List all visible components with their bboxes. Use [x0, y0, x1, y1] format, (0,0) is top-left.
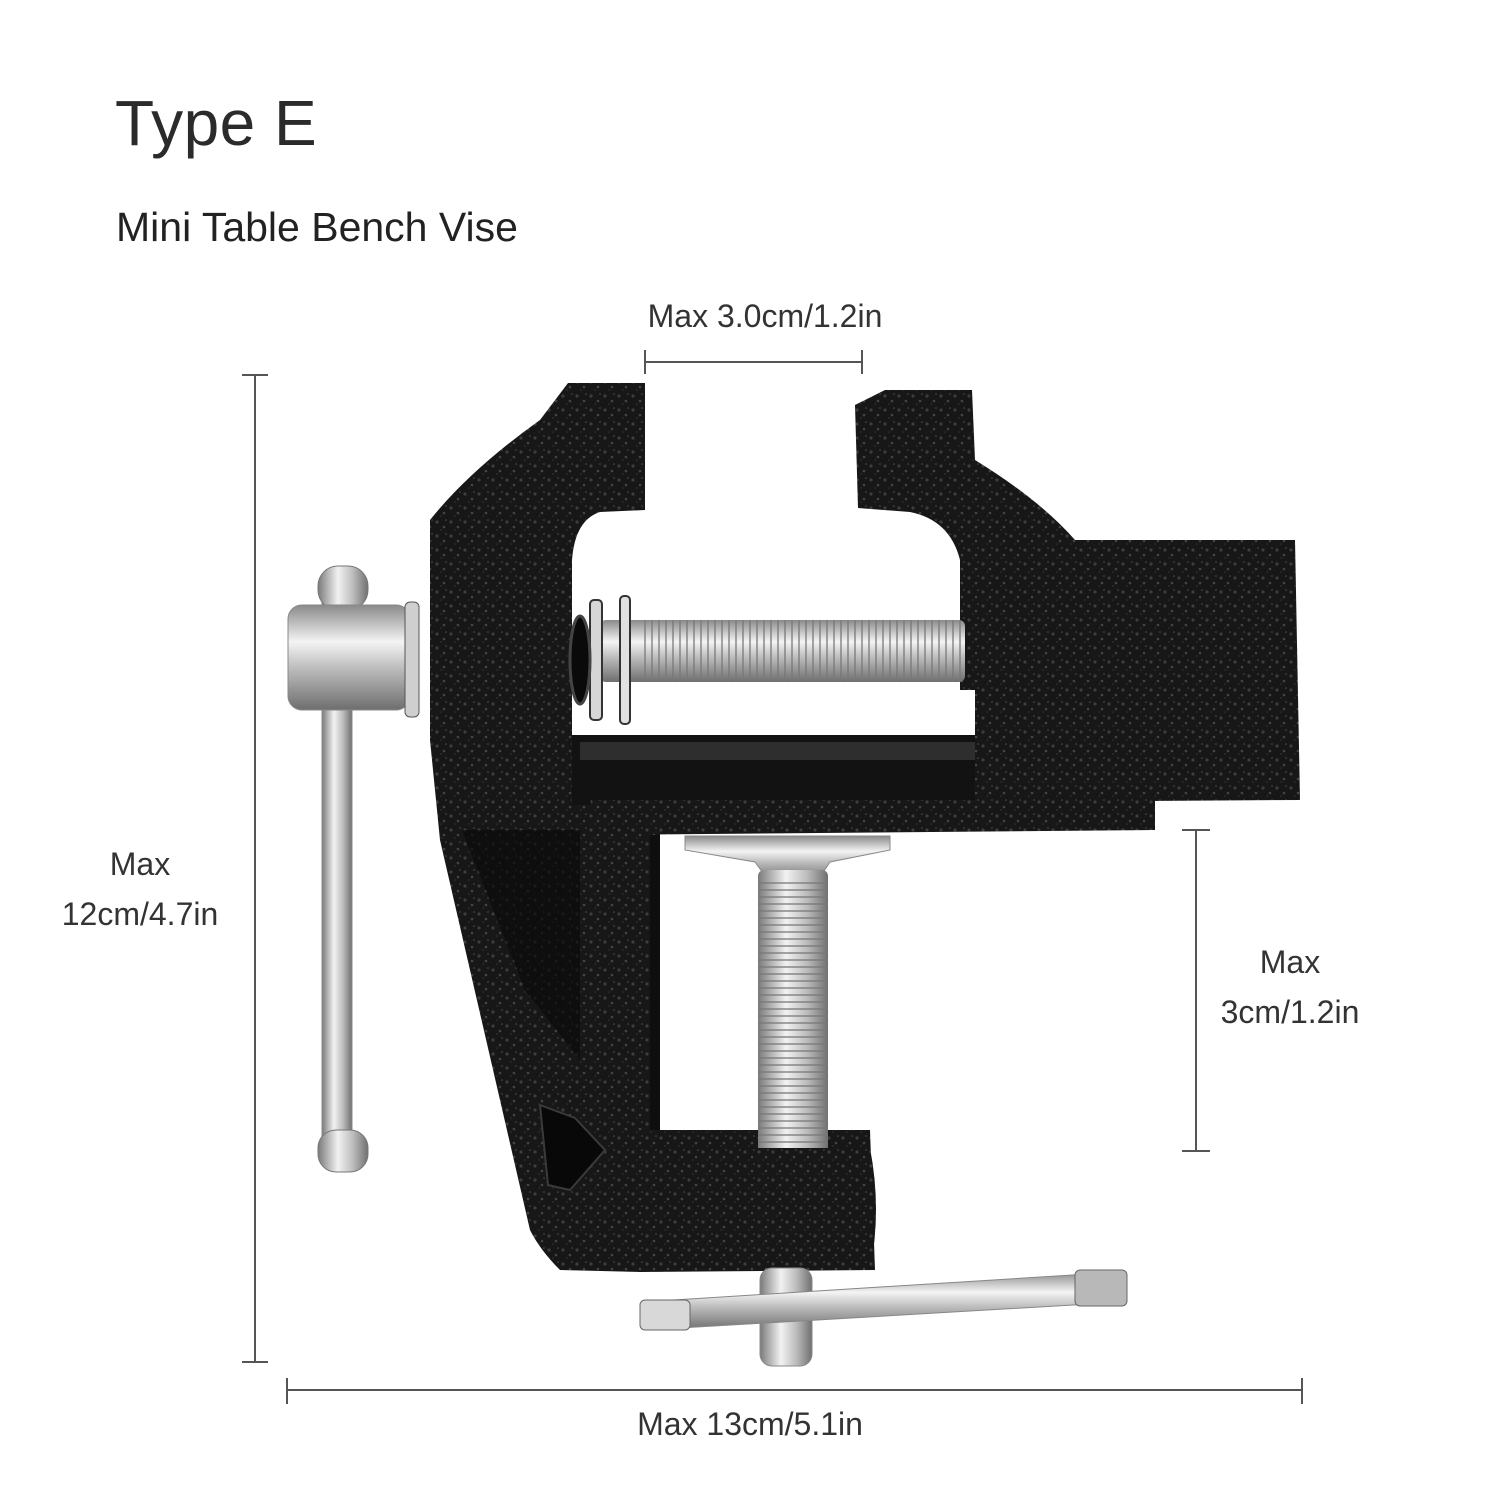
handle-bar-left — [287, 565, 420, 1173]
page-subtitle: Mini Table Bench Vise — [116, 204, 518, 250]
clamp-screw — [684, 835, 891, 1160]
clamp-opening-label: Max 3cm/1.2in — [1190, 938, 1390, 1037]
total-height-label-line2: 12cm/4.7in — [61, 895, 219, 932]
clamp-opening-label-line2: 3cm/1.2in — [1220, 993, 1360, 1030]
total-height-label: Max 12cm/4.7in — [30, 840, 250, 939]
dimension-lines — [242, 350, 1303, 1404]
main-screw — [568, 595, 965, 725]
jaw-opening-label: Max 3.0cm/1.2in — [647, 298, 883, 334]
total-width-label: Max 13cm/5.1in — [637, 1406, 863, 1442]
clamp-opening-label-line1: Max — [1259, 944, 1321, 980]
total-height-label-line1: Max — [109, 846, 171, 882]
t-handle — [639, 1267, 1128, 1367]
page-title: Type E — [115, 87, 318, 159]
clamp-foot — [640, 1148, 876, 1270]
vise-body — [430, 383, 1300, 1272]
